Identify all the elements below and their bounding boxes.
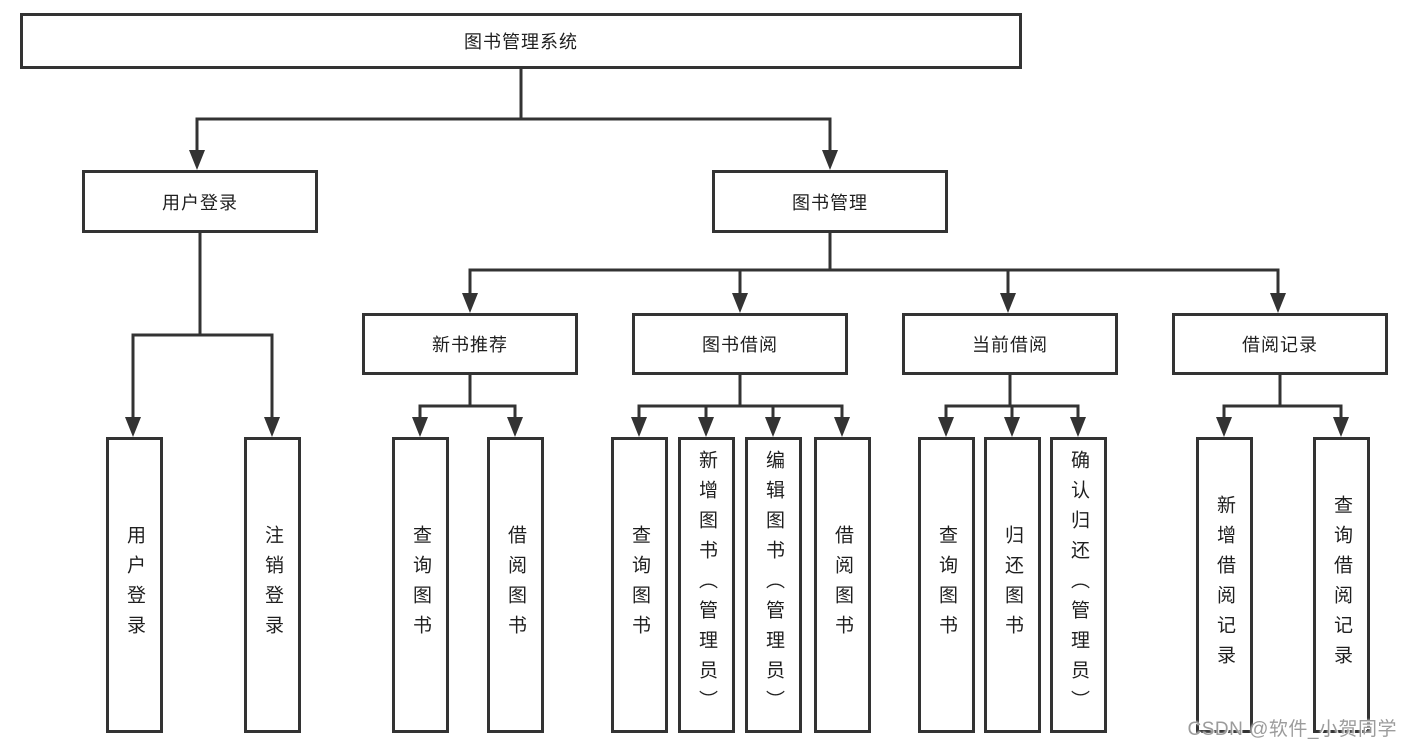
leaf-borrow-borrow-book: 借阅图书	[814, 437, 871, 733]
node-new-book-recommend: 新书推荐	[362, 313, 578, 375]
leaf-recommend-query-book: 查询图书	[392, 437, 449, 733]
arrowhead-icon	[1270, 293, 1286, 313]
arrowhead-icon	[822, 150, 838, 170]
arrowhead-icon	[412, 417, 428, 437]
arrowhead-icon	[1333, 417, 1349, 437]
leaf-logout-login: 注销登录	[244, 437, 301, 733]
connector-user-login-to-children	[131, 233, 274, 419]
connector-book-borrow-to-children	[637, 375, 844, 420]
arrowhead-icon	[834, 417, 850, 437]
leaf-borrow-borrow-book-label: 借阅图书	[832, 525, 853, 645]
watermark: CSDN @软件_小贺同学	[1187, 719, 1397, 740]
node-library-management-system: 图书管理系统	[20, 13, 1022, 69]
leaf-user-login-label: 用户登录	[124, 525, 145, 645]
arrowhead-icon	[1070, 417, 1086, 437]
node-book-borrow: 图书借阅	[632, 313, 848, 375]
connector-new-book-recommend-to-children	[418, 375, 517, 420]
leaf-borrow-add-book-admin: 新增图书（管理员）	[678, 437, 735, 733]
arrowhead-icon	[938, 417, 954, 437]
arrowhead-icon	[698, 417, 714, 437]
connector-root-to-level1	[195, 69, 832, 152]
arrowhead-icon	[189, 150, 205, 170]
arrowhead-icon	[1216, 417, 1232, 437]
arrowhead-icon	[732, 293, 748, 313]
leaf-current-query-book: 查询图书	[918, 437, 975, 733]
leaf-current-confirm-return-admin-label: 确认归还（管理员）	[1068, 450, 1089, 720]
arrowhead-icon	[507, 417, 523, 437]
leaf-borrow-edit-book-admin: 编辑图书（管理员）	[745, 437, 802, 733]
leaf-current-return-book-label: 归还图书	[1002, 525, 1023, 645]
leaf-record-add-borrow-record-label: 新增借阅记录	[1214, 495, 1235, 675]
leaf-borrow-query-book: 查询图书	[611, 437, 668, 733]
leaf-record-query-borrow-record: 查询借阅记录	[1313, 437, 1370, 733]
arrowhead-icon	[462, 293, 478, 313]
node-current-borrow: 当前借阅	[902, 313, 1118, 375]
arrowhead-icon	[1004, 417, 1020, 437]
leaf-current-confirm-return-admin: 确认归还（管理员）	[1050, 437, 1107, 733]
arrowhead-icon	[765, 417, 781, 437]
leaf-user-login: 用户登录	[106, 437, 163, 733]
arrowhead-icon	[264, 417, 280, 437]
leaf-borrow-query-book-label: 查询图书	[629, 525, 650, 645]
leaf-current-query-book-label: 查询图书	[936, 525, 957, 645]
connector-borrow-record-to-children	[1222, 375, 1343, 420]
leaf-record-add-borrow-record: 新增借阅记录	[1196, 437, 1253, 733]
leaf-borrow-add-book-admin-label: 新增图书（管理员）	[696, 450, 717, 720]
leaf-borrow-edit-book-admin-label: 编辑图书（管理员）	[763, 450, 784, 720]
leaf-recommend-borrow-book: 借阅图书	[487, 437, 544, 733]
arrowhead-icon	[1000, 293, 1016, 313]
node-borrow-record: 借阅记录	[1172, 313, 1388, 375]
arrowhead-icon	[631, 417, 647, 437]
arrowhead-icon	[125, 417, 141, 437]
leaf-current-return-book: 归还图书	[984, 437, 1041, 733]
connector-current-borrow-to-children	[944, 375, 1080, 420]
leaf-recommend-borrow-book-label: 借阅图书	[505, 525, 526, 645]
leaf-record-query-borrow-record-label: 查询借阅记录	[1331, 495, 1352, 675]
leaf-recommend-query-book-label: 查询图书	[410, 525, 431, 645]
leaf-logout-login-label: 注销登录	[262, 525, 283, 645]
node-book-management: 图书管理	[712, 170, 948, 233]
node-user-login: 用户登录	[82, 170, 318, 233]
connector-book-management-to-level2	[468, 233, 1280, 296]
